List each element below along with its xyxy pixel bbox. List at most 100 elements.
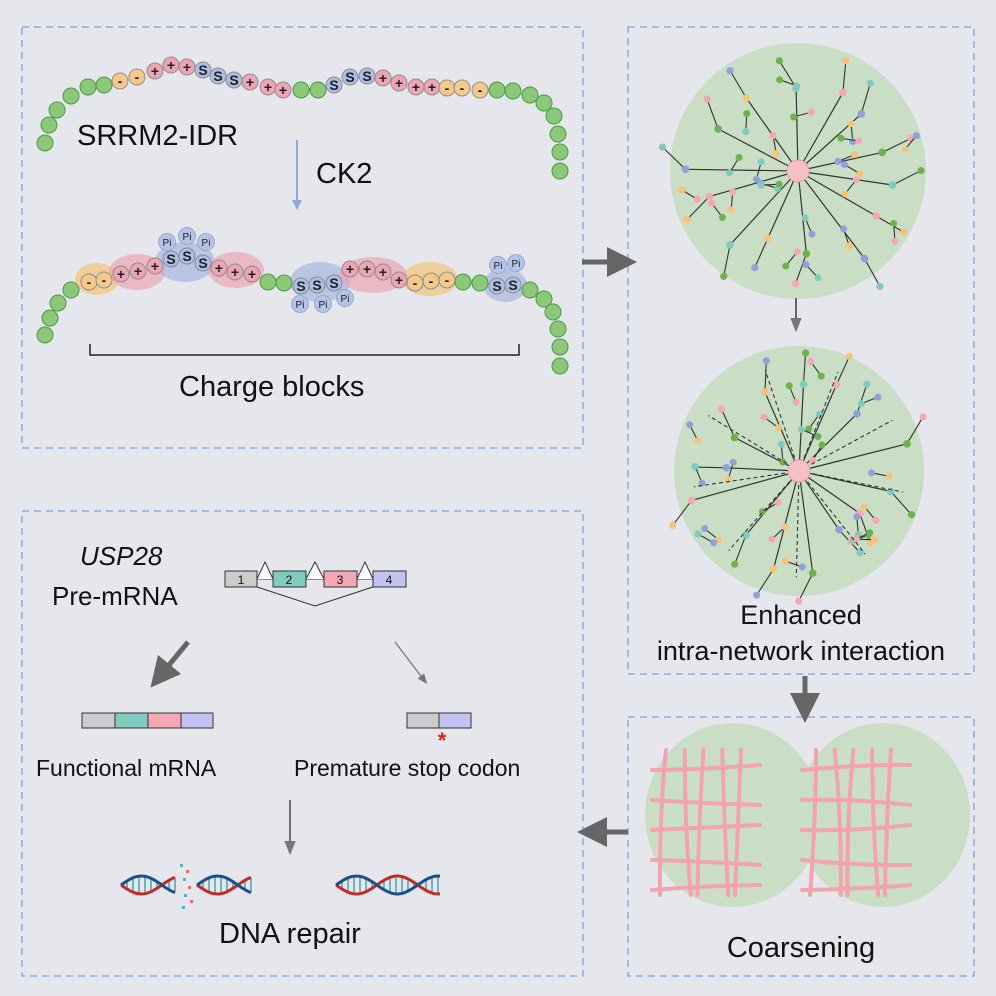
- bead-charge-label: +: [246, 74, 254, 90]
- network-node: [752, 175, 760, 183]
- network-node: [687, 496, 696, 505]
- bead: [178, 247, 196, 265]
- network-node: [791, 280, 800, 288]
- network-node: [912, 132, 920, 140]
- bead: [259, 273, 277, 291]
- network-link: [842, 60, 847, 93]
- bead-charge-label: +: [151, 258, 159, 274]
- bead: [390, 271, 408, 289]
- dna-strand: [335, 874, 441, 896]
- bead-neutral: [535, 94, 553, 112]
- network-node: [888, 181, 897, 189]
- network-link: [797, 170, 807, 254]
- pre-mrna-label: Pre-mRNA: [52, 581, 178, 611]
- phosphate-label: Pi: [512, 259, 521, 270]
- network-node: [874, 393, 882, 401]
- network-link: [709, 170, 799, 198]
- network-node: [876, 282, 884, 290]
- network-node: [832, 380, 841, 389]
- network-node: [907, 511, 916, 519]
- dna-strand: [196, 874, 252, 894]
- bead-charge-label: S: [492, 278, 501, 294]
- bead-charge-label: -: [102, 272, 107, 288]
- mesh-strand: [650, 883, 762, 892]
- network-node: [718, 213, 726, 221]
- bead-charge-label: S: [213, 68, 222, 84]
- network-node: [840, 160, 848, 168]
- network-node: [686, 421, 694, 429]
- bead: [551, 338, 569, 356]
- network-node: [866, 529, 874, 537]
- network-node: [841, 190, 849, 198]
- network-node: [840, 225, 848, 233]
- network-link: [764, 360, 767, 393]
- network-node: [845, 352, 853, 360]
- network-link-enhanced: [795, 470, 800, 578]
- panel-splicing: [21, 510, 584, 977]
- network-node: [878, 148, 886, 157]
- phosphate-bead: [507, 254, 525, 272]
- bead-charge-label: +: [395, 272, 403, 288]
- functional-mrna-label: Functional mRNA: [36, 755, 217, 781]
- bead: [128, 68, 146, 86]
- enhanced-label-line1: Enhanced: [740, 600, 862, 630]
- bead: [358, 260, 376, 278]
- bead: [209, 67, 227, 85]
- exon-1: [224, 570, 258, 588]
- network-link: [754, 238, 769, 268]
- network-link: [860, 83, 871, 115]
- bead: [146, 257, 164, 275]
- network-hub: [787, 459, 811, 483]
- bead: [504, 276, 522, 294]
- network-link-enhanced: [798, 419, 893, 472]
- network-link-enhanced: [693, 470, 800, 488]
- network-node: [777, 440, 785, 448]
- bead: [146, 62, 164, 80]
- protein-label: SRRM2-IDR: [77, 120, 239, 152]
- bead: [274, 81, 292, 99]
- network-link: [798, 384, 838, 472]
- bead-charge-label: +: [264, 79, 272, 95]
- bead: [453, 79, 471, 97]
- network-link: [723, 244, 731, 277]
- network-node: [753, 591, 761, 599]
- network-node: [761, 388, 769, 396]
- network-node: [860, 503, 868, 511]
- network-link: [726, 467, 800, 472]
- network-node: [785, 382, 793, 390]
- bead-charge-label: +: [151, 63, 159, 79]
- phosphate-label: Pi: [183, 232, 192, 243]
- bead-neutral: [48, 101, 66, 119]
- network-node: [801, 214, 809, 222]
- network-link: [794, 253, 807, 284]
- bead-charge-label: +: [167, 57, 175, 73]
- network-node: [809, 456, 817, 464]
- panel-idr: [21, 26, 584, 449]
- bead-charge-label: +: [248, 266, 256, 282]
- phosphate-label: Pi: [319, 300, 328, 311]
- network-node: [793, 248, 801, 256]
- enhanced-label-line2: intra-network interaction: [656, 636, 946, 666]
- network-link: [695, 466, 727, 469]
- phosphate-label: Pi: [202, 238, 211, 249]
- exon-2-label: 2: [286, 573, 293, 587]
- network-link: [797, 92, 844, 172]
- network-node: [727, 206, 735, 214]
- bead: [471, 81, 489, 99]
- bead: [535, 290, 553, 308]
- network-node: [807, 108, 815, 116]
- network-node: [807, 358, 815, 366]
- exon-3-label: 3: [337, 573, 344, 587]
- bead: [243, 265, 261, 283]
- network-link: [881, 137, 912, 153]
- bead-charge-label: +: [215, 260, 223, 276]
- phosphate-bead: [197, 233, 215, 251]
- bead: [111, 72, 129, 90]
- network-link-enhanced: [798, 470, 866, 555]
- bead: [292, 81, 310, 99]
- bead: [374, 69, 392, 87]
- mesh-strand: [870, 748, 881, 897]
- bead-charge-label: -: [478, 82, 483, 98]
- network-node: [781, 557, 789, 565]
